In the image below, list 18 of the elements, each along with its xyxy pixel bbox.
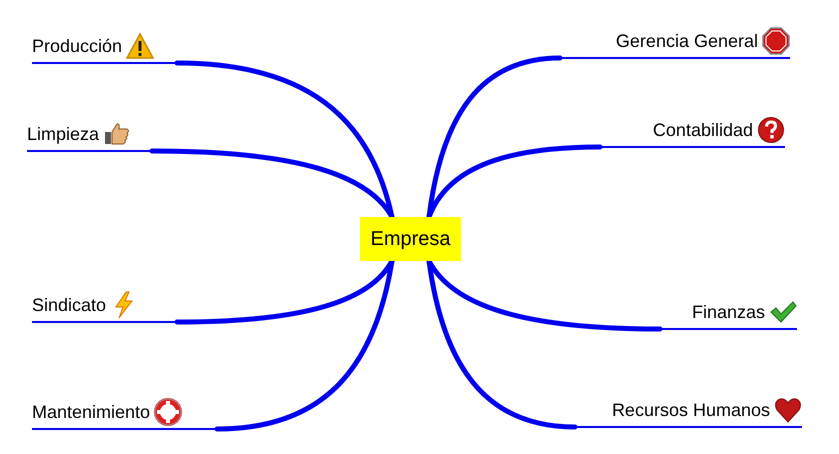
topic-label: Contabilidad: [652, 120, 753, 140]
topic-node: [32, 289, 177, 323]
branch-connector: [214, 258, 394, 432]
central-topic-box: Empresa: [360, 217, 461, 261]
topic-label: Sindicato: [32, 294, 106, 316]
topic-label: Finanzas: [692, 302, 765, 322]
topic-node: [560, 25, 790, 59]
branch-connector: [150, 148, 394, 220]
branch-connector: [426, 144, 602, 220]
topic-node: [32, 396, 217, 430]
topic-label: Recursos Humanos: [612, 400, 770, 420]
topic-label: Producción: [32, 36, 122, 56]
topic-node: [600, 114, 785, 148]
topic-label: Mantenimiento: [32, 402, 150, 422]
topic-label: Limpieza: [27, 124, 100, 144]
topic-label: Gerencia General: [616, 30, 758, 52]
topic-node: [32, 30, 177, 64]
branch-connector: [426, 258, 578, 430]
